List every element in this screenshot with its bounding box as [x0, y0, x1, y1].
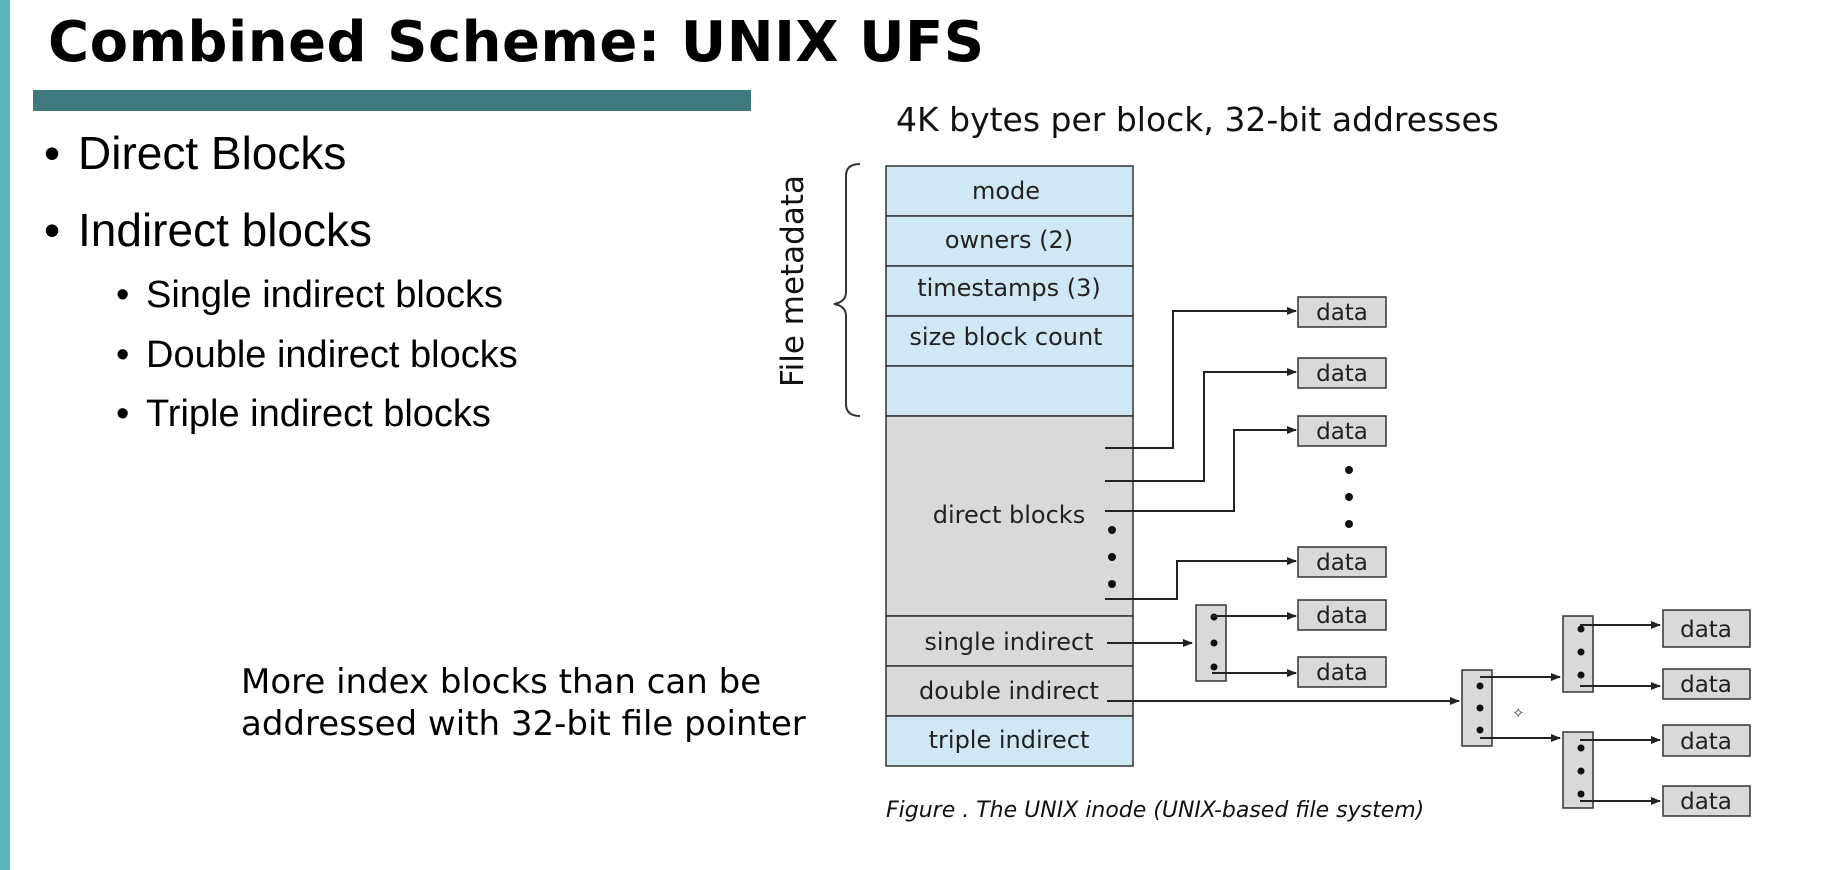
sub-bullet-single: •Single indirect blocks: [116, 274, 503, 316]
bullet-direct-blocks: •Direct Blocks: [44, 127, 347, 179]
direct-blocks-ellipsis: [1108, 526, 1116, 588]
data-ellipsis: [1345, 466, 1353, 528]
label-triple-indirect: triple indirect: [929, 726, 1090, 754]
bullet-text: Direct Blocks: [78, 127, 347, 179]
double-second-index-block-a: [1562, 615, 1594, 693]
bullet-text: Indirect blocks: [78, 204, 373, 256]
index-blocks-note: More index blocks than can be addressed …: [241, 661, 806, 745]
cell-double-indirect: [885, 665, 1134, 717]
cell-empty: [885, 365, 1134, 417]
figure-header: 4K bytes per block, 32-bit addresses: [896, 100, 1499, 139]
data-label: data: [1316, 300, 1368, 326]
data-label: data: [1316, 419, 1368, 445]
sub-bullet-text: Triple indirect blocks: [146, 393, 491, 435]
cell-size-block-count: [885, 315, 1134, 367]
cell-mode: [885, 165, 1134, 217]
label-timestamps: timestamps (3): [917, 274, 1101, 302]
sub-bullet-triple: •Triple indirect blocks: [116, 393, 491, 435]
note-line-2: addressed with 32-bit file pointer: [241, 704, 806, 744]
data-blocks: [1297, 296, 1751, 817]
metadata-label: File metadata: [775, 175, 811, 387]
cursor-icon: ✧: [1512, 704, 1525, 722]
cell-direct-blocks: [885, 415, 1134, 617]
data-label: data: [1316, 660, 1368, 686]
single-indirect-pointers: [1107, 612, 1297, 677]
double-indirect-pointers: [1107, 621, 1661, 805]
data-label: data: [1316, 603, 1368, 629]
label-double-indirect: double indirect: [919, 677, 1099, 705]
slide-title: Combined Scheme: UNIX UFS: [48, 10, 985, 75]
data-label: data: [1680, 729, 1732, 755]
cell-owners: [885, 215, 1134, 267]
label-size-block-count: size block count: [909, 323, 1102, 351]
bullet-indirect-blocks: •Indirect blocks: [44, 204, 373, 256]
accent-strip: [0, 0, 10, 870]
data-label: data: [1316, 361, 1368, 387]
inode-table: [885, 165, 1134, 767]
metadata-brace: [833, 163, 861, 417]
figure-caption: Figure . The UNIX inode (UNIX-based file…: [886, 798, 1424, 823]
sub-bullet-text: Double indirect blocks: [146, 334, 518, 376]
label-owners: owners (2): [945, 226, 1073, 254]
data-label: data: [1316, 550, 1368, 576]
sub-bullet-double: •Double indirect blocks: [116, 334, 518, 376]
label-mode: mode: [972, 177, 1040, 205]
note-line-1: More index blocks than can be: [241, 662, 762, 702]
data-label: data: [1680, 672, 1732, 698]
data-label: data: [1680, 617, 1732, 643]
label-single-indirect: single indirect: [924, 628, 1093, 656]
cell-timestamps: [885, 265, 1134, 317]
sub-bullet-text: Single indirect blocks: [146, 274, 503, 316]
double-index-block: [1461, 669, 1493, 747]
title-underline-bar: [33, 90, 751, 111]
cell-triple-indirect: [885, 715, 1134, 767]
label-direct-blocks: direct blocks: [933, 501, 1085, 529]
direct-pointers: [1105, 307, 1297, 600]
data-label: data: [1680, 789, 1732, 815]
